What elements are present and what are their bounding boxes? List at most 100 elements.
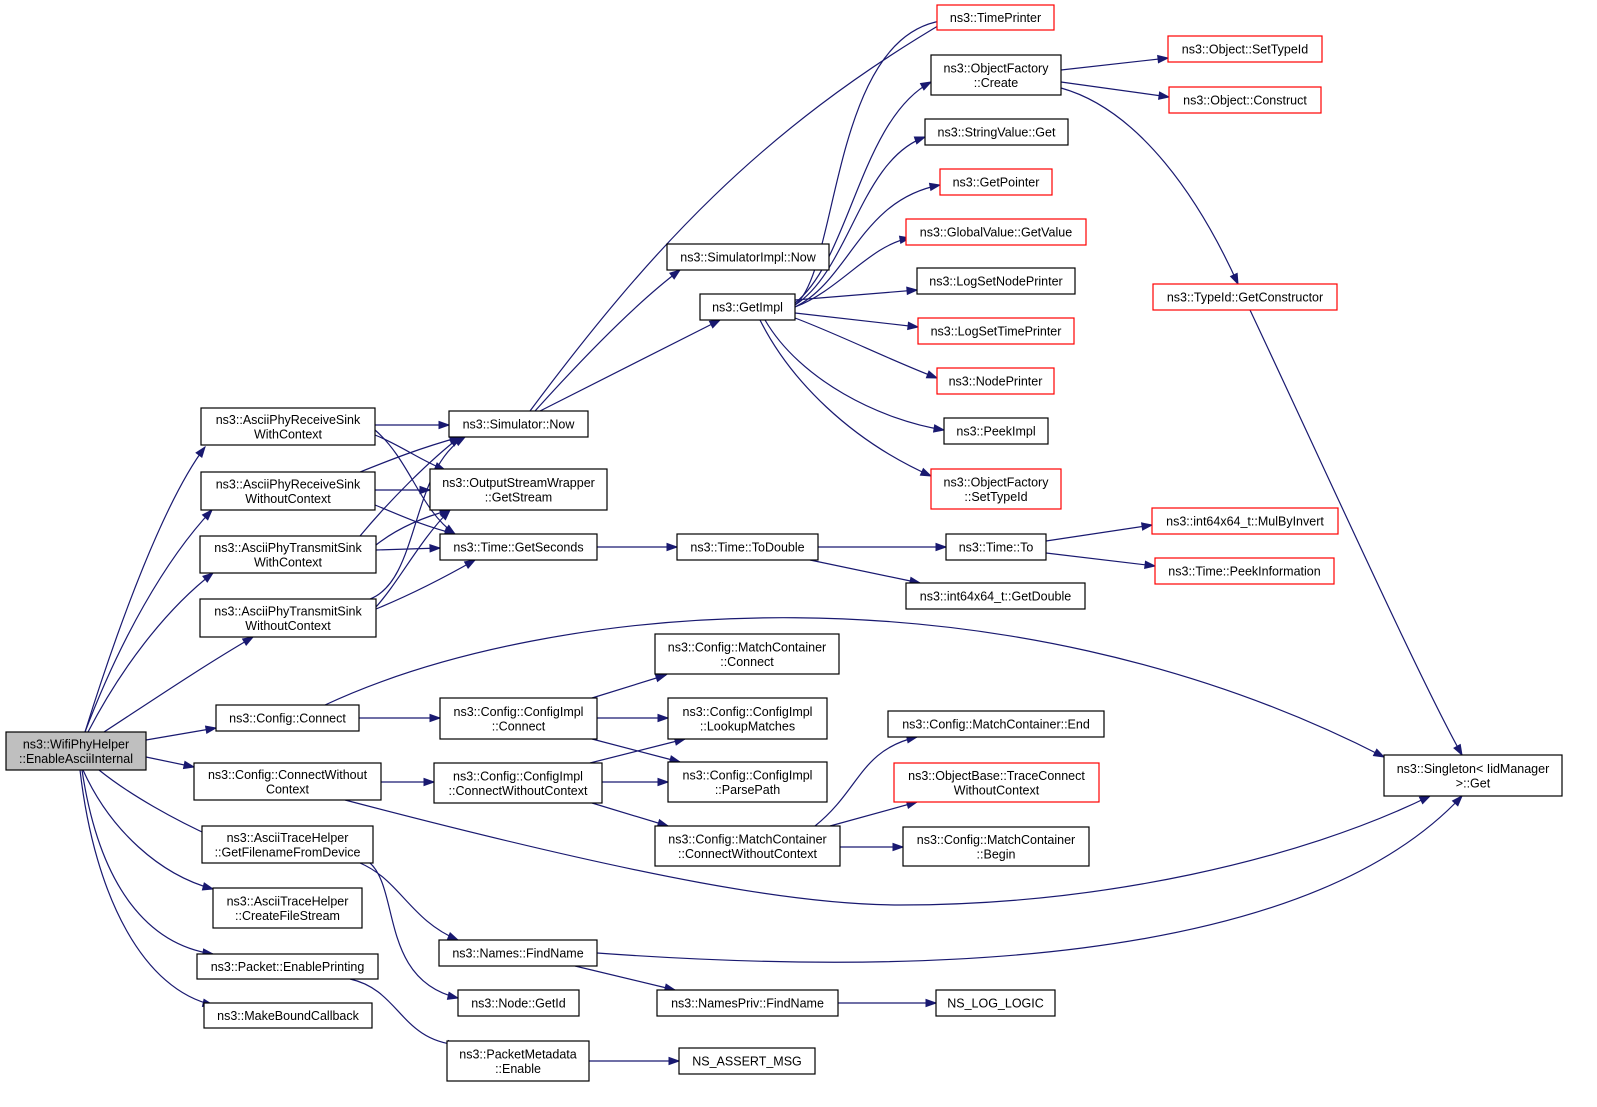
arrowhead-mulbyinvert bbox=[1140, 522, 1154, 531]
edge-todouble-to-i64getdouble bbox=[809, 559, 921, 584]
node-box bbox=[433, 762, 603, 804]
node-box bbox=[654, 633, 840, 675]
node-box bbox=[924, 118, 1069, 146]
node-peekinfo[interactable]: ns3::Time::PeekInformation bbox=[1154, 557, 1335, 585]
node-box bbox=[212, 887, 363, 929]
node-simnow[interactable]: ns3::Simulator::Now bbox=[448, 410, 589, 438]
node-nodeprinter[interactable]: ns3::NodePrinter bbox=[936, 367, 1055, 395]
node-cicwo[interactable]: ns3::Config::ConfigImpl::ConnectWithoutC… bbox=[433, 762, 603, 804]
node-box bbox=[943, 417, 1049, 445]
node-label: ns3::StringValue::Get bbox=[938, 126, 1056, 140]
edge-getimpl-to-svget bbox=[794, 136, 926, 306]
node-parsepath[interactable]: ns3::Config::ConfigImpl::ParsePath bbox=[667, 761, 828, 803]
edge-root-to-mbc bbox=[79, 769, 214, 1006]
node-cfgconnwo[interactable]: ns3::Config::ConnectWithoutContext bbox=[193, 762, 382, 801]
node-lookup[interactable]: ns3::Config::ConfigImpl::LookupMatches bbox=[667, 697, 828, 740]
node-mc_cwo[interactable]: ns3::Config::MatchContainer::ConnectWith… bbox=[654, 825, 841, 867]
node-svget[interactable]: ns3::StringValue::Get bbox=[924, 118, 1069, 146]
node-box bbox=[936, 367, 1055, 395]
edge-findname-to-singleton bbox=[596, 795, 1463, 963]
arrowhead-tswo bbox=[241, 636, 255, 647]
node-label: ns3::Time::PeekInformation bbox=[1168, 565, 1320, 579]
node-getpointer[interactable]: ns3::GetPointer bbox=[939, 168, 1053, 196]
node-i64getdouble[interactable]: ns3::int64x64_t::GetDouble bbox=[905, 582, 1086, 610]
node-box bbox=[930, 468, 1062, 510]
edge-timeto-to-mulbyinvert bbox=[1045, 524, 1153, 542]
node-singleton[interactable]: ns3::Singleton< IidManager>::Get bbox=[1383, 754, 1563, 797]
edge-cfgconn-to-singleton bbox=[324, 617, 1385, 758]
node-label: ::GetFilenameFromDevice bbox=[215, 845, 361, 859]
arrowhead-parsepath bbox=[657, 777, 670, 787]
node-findname[interactable]: ns3::Names::FindName bbox=[438, 939, 598, 967]
node-pkt_ep[interactable]: ns3::Packet::EnablePrinting bbox=[196, 953, 379, 980]
node-timeprinter[interactable]: ns3::TimePrinter bbox=[936, 4, 1055, 31]
arrowhead-getpointer bbox=[928, 182, 942, 192]
edge-ofcreate-to-getconstructor bbox=[1060, 87, 1239, 285]
node-label: ns3::SimulatorImpl::Now bbox=[680, 251, 816, 265]
node-timeto[interactable]: ns3::Time::To bbox=[945, 533, 1047, 561]
node-peekimpl[interactable]: ns3::PeekImpl bbox=[943, 417, 1049, 445]
node-pmenable[interactable]: ns3::PacketMetadata::Enable bbox=[446, 1040, 590, 1082]
node-label: ns3::Config::MatchContainer::End bbox=[902, 718, 1090, 732]
edge-ath_fn-to-findname bbox=[359, 862, 459, 941]
arrowhead-getsec bbox=[463, 559, 477, 569]
node-box bbox=[666, 243, 830, 271]
node-gvgetvalue[interactable]: ns3::GlobalValue::GetValue bbox=[905, 218, 1087, 246]
arrowhead-objconstruct bbox=[1158, 91, 1171, 100]
node-mbc[interactable]: ns3::MakeBoundCallback bbox=[203, 1002, 373, 1029]
node-todouble[interactable]: ns3::Time::ToDouble bbox=[676, 533, 819, 561]
node-getsec[interactable]: ns3::Time::GetSeconds bbox=[439, 533, 598, 561]
node-mc_begin[interactable]: ns3::Config::MatchContainer::Begin bbox=[902, 826, 1090, 867]
node-box bbox=[917, 317, 1075, 345]
node-getconstructor[interactable]: ns3::TypeId::GetConstructor bbox=[1152, 283, 1338, 311]
node-box bbox=[667, 761, 828, 803]
node-box bbox=[887, 710, 1105, 738]
arrowhead-ofcreate bbox=[919, 81, 933, 91]
node-label: ns3::Config::MatchContainer bbox=[668, 832, 826, 846]
node-objconstruct[interactable]: ns3::Object::Construct bbox=[1168, 86, 1322, 114]
node-mulbyinvert[interactable]: ns3::int64x64_t::MulByInvert bbox=[1151, 507, 1339, 535]
node-label: ::Enable bbox=[495, 1062, 541, 1076]
edge-tsw-to-simnow bbox=[359, 436, 461, 537]
node-box bbox=[1383, 754, 1563, 797]
node-mc_end[interactable]: ns3::Config::MatchContainer::End bbox=[887, 710, 1105, 738]
node-box bbox=[438, 939, 598, 967]
node-ofcreate[interactable]: ns3::ObjectFactory::Create bbox=[930, 54, 1062, 96]
node-box bbox=[654, 825, 841, 867]
node-box bbox=[1152, 283, 1338, 311]
node-label: ns3::NodePrinter bbox=[949, 375, 1043, 389]
node-osw[interactable]: ns3::OutputStreamWrapper::GetStream bbox=[429, 468, 608, 511]
node-simimplnow[interactable]: ns3::SimulatorImpl::Now bbox=[666, 243, 830, 271]
node-box bbox=[667, 697, 828, 740]
node-tracecwo[interactable]: ns3::ObjectBase::TraceConnectWithoutCont… bbox=[893, 762, 1100, 803]
node-cic[interactable]: ns3::Config::ConfigImpl::Connect bbox=[439, 697, 598, 740]
node-label: ns3::Simulator::Now bbox=[463, 418, 576, 432]
node-ofsettypeid[interactable]: ns3::ObjectFactory::SetTypeId bbox=[930, 468, 1062, 510]
node-label: ns3::Singleton< IidManager bbox=[1397, 762, 1550, 776]
node-cfgconn[interactable]: ns3::Config::Connect bbox=[215, 704, 360, 732]
arrowhead-todouble bbox=[666, 542, 679, 552]
node-lognodeprinter[interactable]: ns3::LogSetNodePrinter bbox=[916, 267, 1076, 295]
call-graph-nodes: ns3::WifiPhyHelper::EnableAsciiInternaln… bbox=[5, 4, 1563, 1082]
node-getimpl[interactable]: ns3::GetImpl bbox=[699, 293, 796, 321]
edge-mc_cwo-to-tracecwo bbox=[829, 801, 918, 827]
node-objsettypeid[interactable]: ns3::Object::SetTypeId bbox=[1167, 35, 1323, 63]
edge-cfgconnwo-to-singleton bbox=[344, 795, 1431, 906]
arrowhead-singleton bbox=[1451, 794, 1464, 807]
node-nslog[interactable]: NS_LOG_LOGIC bbox=[935, 989, 1056, 1017]
node-npfind[interactable]: ns3::NamesPriv::FindName bbox=[656, 989, 839, 1017]
node-root[interactable]: ns3::WifiPhyHelper::EnableAsciiInternal bbox=[5, 731, 147, 771]
node-ath_cfs[interactable]: ns3::AsciiTraceHelper::CreateFileStream bbox=[212, 887, 363, 929]
node-mc_connect[interactable]: ns3::Config::MatchContainer::Connect bbox=[654, 633, 840, 675]
node-logtimeprinter[interactable]: ns3::LogSetTimePrinter bbox=[917, 317, 1075, 345]
arrowhead-timeto bbox=[935, 542, 948, 552]
node-nodeid[interactable]: ns3::Node::GetId bbox=[457, 989, 580, 1017]
node-assertmsg[interactable]: NS_ASSERT_MSG bbox=[678, 1047, 816, 1075]
node-ath_fn[interactable]: ns3::AsciiTraceHelper::GetFilenameFromDe… bbox=[201, 825, 374, 864]
node-box bbox=[203, 1002, 373, 1029]
